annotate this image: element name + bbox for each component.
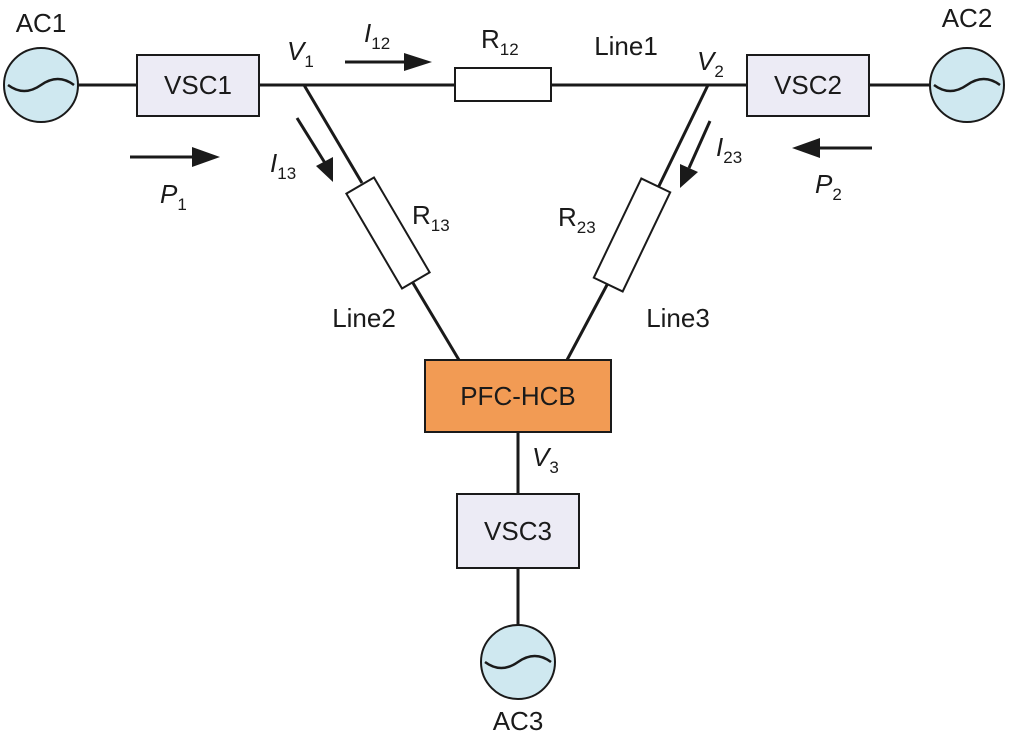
vsc2-box	[746, 54, 870, 117]
ac1-source-icon	[3, 47, 79, 123]
vsc3-label: VSC3	[484, 516, 552, 546]
i12-arrow-icon	[345, 53, 432, 71]
line3-label: Line3	[646, 303, 710, 333]
i23-label: I23	[716, 132, 742, 167]
v3-label: V3	[532, 442, 559, 477]
ac3-sine-wave	[484, 654, 552, 670]
line2-lower-segment	[411, 282, 461, 361]
r13-label: R13	[412, 200, 450, 235]
ac2-source-icon	[929, 47, 1005, 123]
vsc2-label: VSC2	[774, 70, 842, 100]
line2-label: Line2	[332, 303, 396, 333]
ac1-sine-wave	[7, 77, 75, 93]
i13-label: I13	[270, 148, 296, 183]
p1-label: P1	[160, 179, 187, 214]
pfc-hcb-box	[424, 359, 612, 433]
vsc1-label: VSC1	[164, 70, 232, 100]
line2-upper-segment	[302, 84, 364, 184]
line3-lower-segment	[565, 282, 610, 361]
ac2-sine-wave	[933, 77, 1001, 93]
pfc-hcb-label: PFC-HCB	[460, 381, 576, 411]
line1-label: Line1	[594, 31, 658, 61]
p2-arrow-icon	[792, 138, 872, 158]
r12-label: R12	[481, 24, 519, 59]
i23-arrow-icon	[680, 120, 712, 188]
resistor-r12	[454, 67, 552, 102]
resistor-r13	[344, 176, 432, 290]
ac3-source-icon	[480, 624, 556, 700]
i12-label: I12	[364, 18, 390, 53]
v2-label: V2	[697, 46, 724, 81]
p1-arrow-icon	[130, 147, 220, 167]
i13-arrow-icon	[295, 117, 333, 182]
ac1-label: AC1	[16, 8, 67, 38]
line3-upper-segment	[656, 84, 710, 189]
p2-label: P2	[815, 169, 842, 204]
v1-label: V1	[287, 36, 314, 71]
r23-label: R23	[558, 202, 596, 237]
ac2-label: AC2	[942, 3, 993, 33]
resistor-r23	[592, 177, 672, 293]
ac3-label: AC3	[493, 706, 544, 736]
vsc1-box	[136, 54, 260, 117]
vsc3-box	[456, 493, 580, 569]
